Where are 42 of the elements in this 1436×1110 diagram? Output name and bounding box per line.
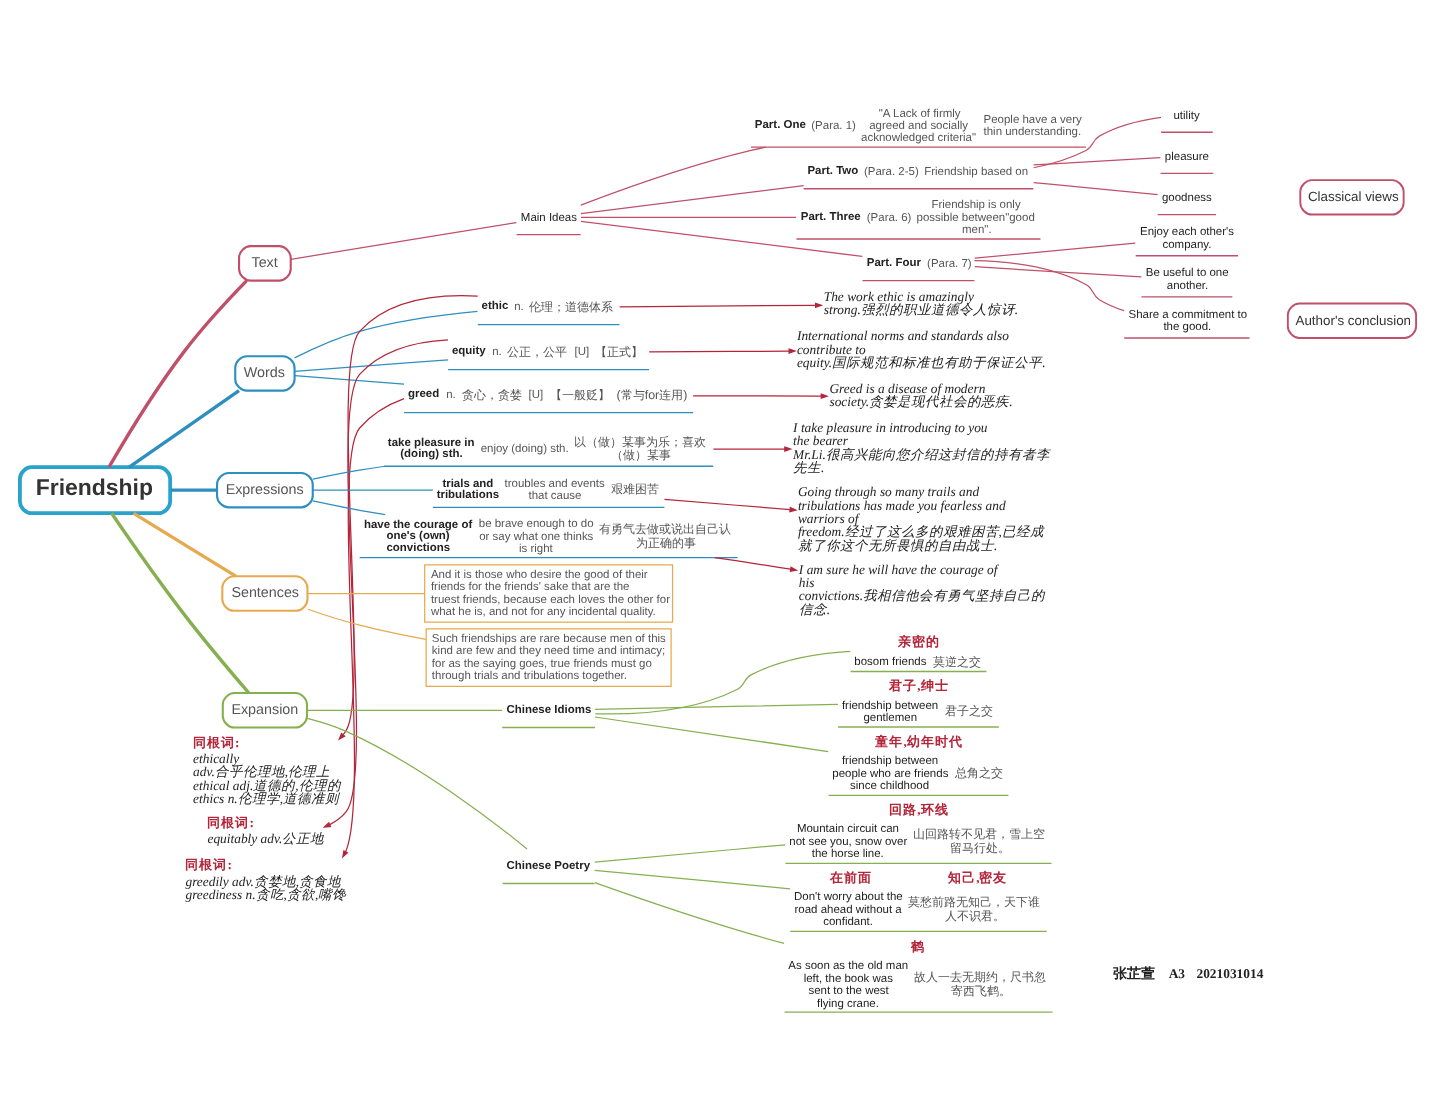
- connector: [306, 709, 503, 711]
- connector: [312, 465, 386, 480]
- connector: [580, 146, 767, 206]
- connector: [1033, 157, 1161, 166]
- connector: [312, 489, 434, 491]
- connector: [580, 185, 805, 215]
- arrow: [322, 339, 449, 828]
- connector: [594, 703, 839, 710]
- arrow: [619, 302, 824, 309]
- connector: [1033, 116, 1162, 169]
- connector: [594, 716, 829, 753]
- connector: [594, 869, 791, 890]
- connector: [290, 221, 517, 260]
- connector: [170, 488, 217, 492]
- connector: [974, 266, 1142, 278]
- connector: [132, 511, 237, 578]
- connector: [128, 389, 240, 469]
- arrow: [338, 295, 479, 741]
- connector: [110, 512, 250, 694]
- connector: [307, 608, 427, 640]
- connector: [107, 279, 248, 469]
- arrow: [648, 348, 797, 354]
- arrow: [692, 393, 829, 400]
- connector: [294, 359, 449, 372]
- connector: [594, 844, 786, 863]
- connector: [312, 500, 386, 516]
- connector: [974, 242, 1136, 259]
- node-box: Friendship: [18, 465, 173, 516]
- arrow: [714, 557, 799, 572]
- arrow: [712, 446, 793, 452]
- arrow: [663, 498, 798, 513]
- connector: [1033, 181, 1159, 196]
- connector: [594, 882, 785, 945]
- connector: [580, 216, 797, 219]
- connector: [293, 310, 479, 359]
- connector: [307, 592, 426, 595]
- connector: [973, 260, 1125, 312]
- connector: [306, 717, 528, 850]
- arrow: [341, 398, 405, 859]
- connector: [294, 375, 405, 385]
- connector: [580, 220, 863, 258]
- connector: [594, 650, 851, 715]
